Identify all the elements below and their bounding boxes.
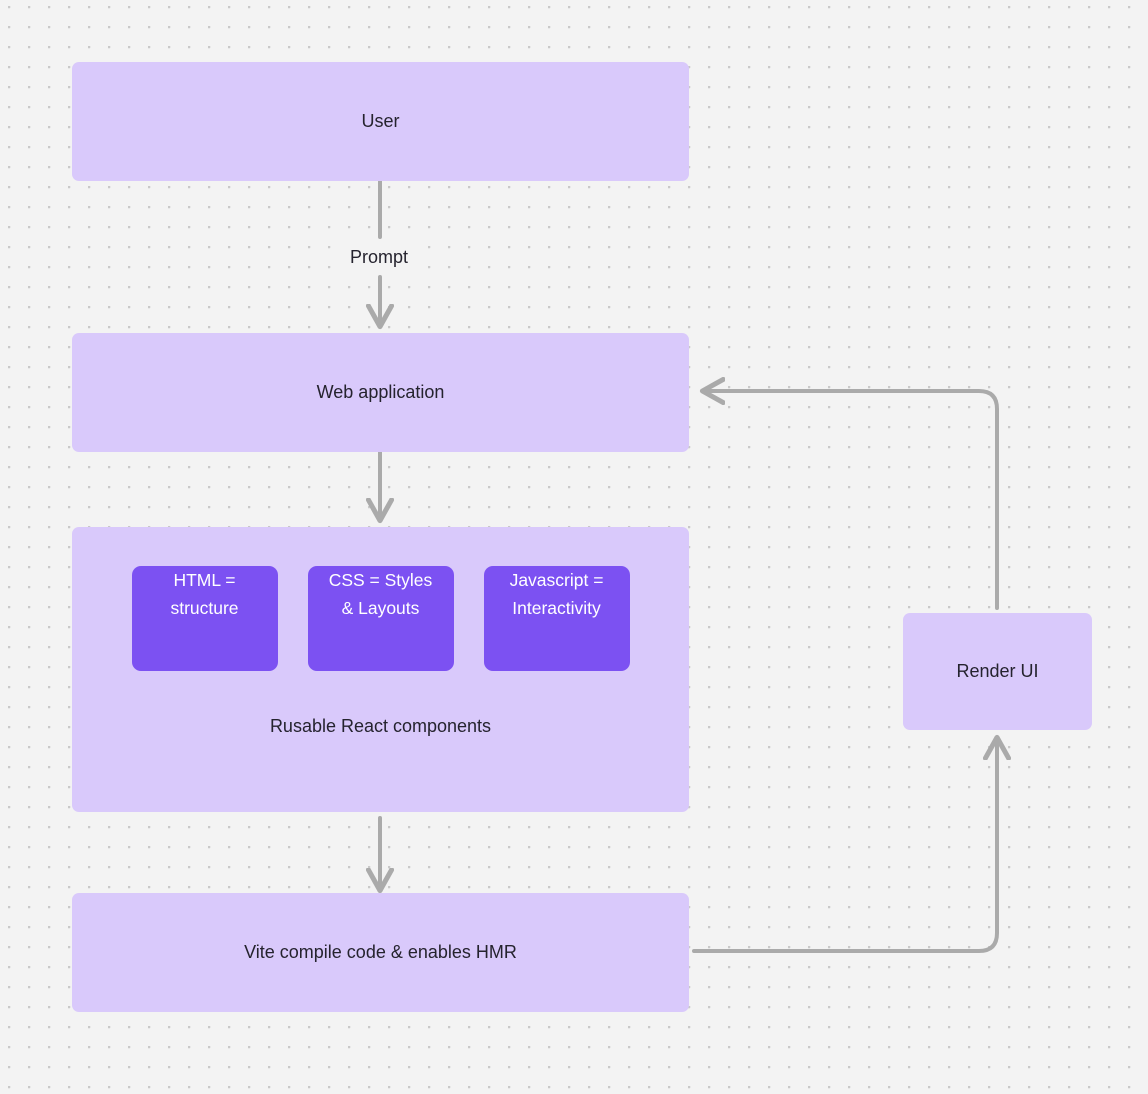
node-react-components-group[interactable]: HTML = structure CSS = Styles & Layouts … bbox=[72, 527, 689, 812]
node-css-label-line2: & Layouts bbox=[341, 598, 420, 618]
node-vite-label: Vite compile code & enables HMR bbox=[244, 942, 517, 962]
edge-label-prompt: Prompt bbox=[344, 245, 415, 270]
node-javascript[interactable]: Javascript = Interactivity bbox=[483, 566, 630, 671]
react-components-row: HTML = structure CSS = Styles & Layouts … bbox=[72, 566, 689, 671]
node-html[interactable]: HTML = structure bbox=[131, 566, 278, 671]
node-javascript-label-line2: Interactivity bbox=[512, 598, 601, 618]
node-html-label-line1: HTML = bbox=[173, 570, 236, 590]
node-render-ui[interactable]: Render UI bbox=[903, 613, 1092, 730]
node-web-application[interactable]: Web application bbox=[72, 333, 689, 452]
node-vite[interactable]: Vite compile code & enables HMR bbox=[72, 893, 689, 1012]
node-web-application-label: Web application bbox=[316, 382, 445, 402]
node-css-label-line1: CSS = Styles bbox=[328, 570, 433, 590]
node-html-label-line2: structure bbox=[170, 598, 239, 618]
edge-render-to-web bbox=[704, 391, 999, 610]
node-user-label: User bbox=[361, 111, 400, 131]
node-user[interactable]: User bbox=[72, 62, 689, 181]
node-css[interactable]: CSS = Styles & Layouts bbox=[307, 566, 454, 671]
node-render-ui-label: Render UI bbox=[956, 661, 1039, 681]
node-javascript-label-line1: Javascript = bbox=[509, 570, 604, 590]
edge-vite-to-render bbox=[692, 739, 997, 953]
react-components-caption: Rusable React components bbox=[269, 716, 492, 736]
